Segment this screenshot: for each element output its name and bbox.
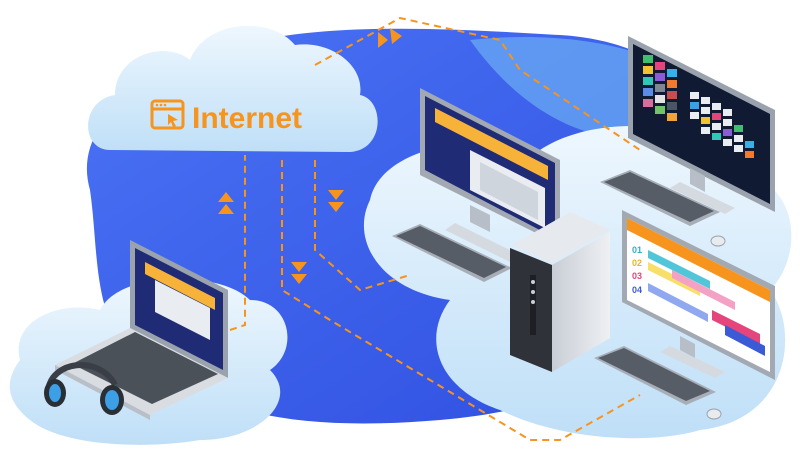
headphones-icon	[44, 362, 124, 415]
monitor-top-right	[628, 36, 775, 214]
arrow-right-icon	[378, 28, 402, 48]
arrow-down-icon	[291, 262, 307, 284]
arrow-down-icon	[328, 190, 344, 212]
browser-window-icon	[150, 99, 185, 130]
internet-title: Internet	[192, 102, 302, 135]
mouse-icon	[710, 235, 726, 247]
keyboard-bottom-right	[594, 346, 716, 405]
row-label-01: 01	[632, 245, 642, 255]
laptop	[55, 240, 228, 420]
schedule-rows: 01 02 03 04	[632, 245, 765, 356]
desktop-tower	[510, 212, 610, 372]
link-cloud-to-right-monitor	[314, 16, 641, 151]
connection-lines	[229, 16, 641, 441]
link-laptop	[229, 155, 246, 331]
link-tower	[281, 160, 641, 441]
color-grid	[643, 55, 754, 158]
keyboard-top-right	[600, 170, 720, 226]
mouse-icon	[706, 408, 722, 420]
monitor-bottom-right: 01 02 03 04	[622, 210, 775, 380]
monitor-center	[420, 88, 560, 262]
arrow-up-icon	[218, 192, 234, 214]
row-label-04: 04	[632, 285, 642, 295]
internet-cloud	[88, 25, 378, 152]
internet-label: Internet	[150, 99, 302, 135]
row-label-03: 03	[632, 271, 642, 281]
keyboard-center	[392, 224, 512, 282]
flow-arrows	[218, 28, 402, 284]
row-label-02: 02	[632, 258, 642, 268]
link-center-monitor	[314, 160, 411, 292]
